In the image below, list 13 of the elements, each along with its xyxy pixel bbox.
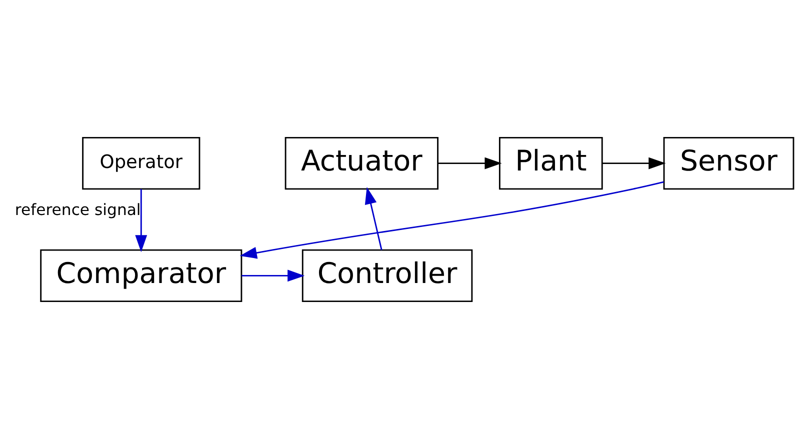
edge-label: reference signal <box>14 200 141 219</box>
arrow <box>602 156 666 169</box>
node-box: Controller <box>302 248 473 302</box>
arrow <box>240 180 664 258</box>
arrow <box>135 188 148 252</box>
arrow <box>242 269 305 282</box>
node-box: Operator <box>82 136 200 190</box>
node-box: Comparator <box>40 248 242 302</box>
arrow <box>438 156 502 169</box>
node-box: Actuator <box>284 136 438 190</box>
arrow <box>364 186 382 250</box>
node-box: Sensor <box>663 136 794 190</box>
node-box: Plant <box>498 136 603 190</box>
